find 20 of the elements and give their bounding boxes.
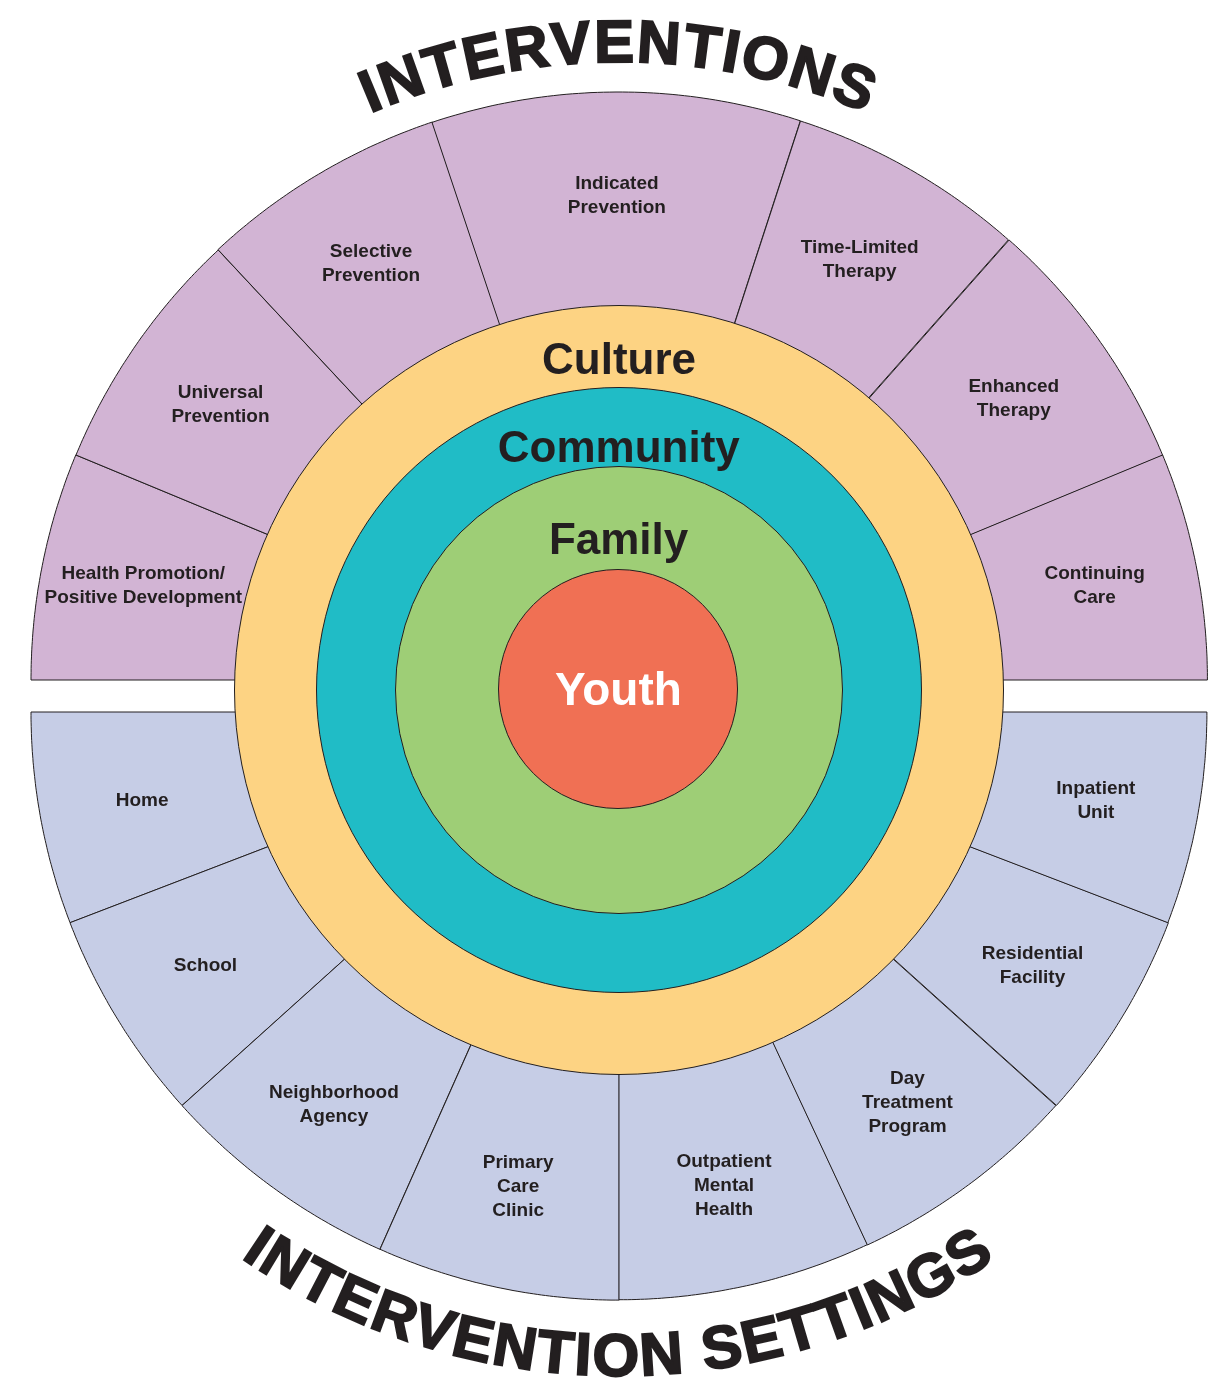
segment-label: Health Promotion/ Positive Development: [43, 561, 244, 610]
segment-label: Home: [114, 788, 170, 813]
ring-label: Culture: [542, 337, 696, 381]
segment-label: Selective Prevention: [320, 239, 422, 288]
segment-label: Continuing Care: [1043, 561, 1146, 610]
ring-label: Community: [497, 424, 740, 469]
segment-label: Indicated Prevention: [566, 171, 667, 219]
segment-label: Neighborhood Agency: [268, 1080, 400, 1129]
segment-label: Universal Prevention: [170, 379, 271, 428]
segment-label: Day Treatment Program: [861, 1065, 954, 1138]
segment-label: Outpatient Mental Health: [675, 1149, 773, 1222]
segment-label: Enhanced Therapy: [967, 374, 1061, 423]
segment-label: Time-Limited Therapy: [799, 234, 920, 283]
segment-label: School: [172, 953, 239, 978]
segment-label: Inpatient Unit: [1055, 776, 1137, 825]
center-label: Youth: [554, 666, 682, 713]
ring-label: Family: [548, 516, 689, 561]
segment-label: Residential Facility: [980, 941, 1085, 990]
segment-label: Primary Care Clinic: [481, 1150, 555, 1223]
arc-heading: INTERVENTIONS: [349, 7, 888, 126]
